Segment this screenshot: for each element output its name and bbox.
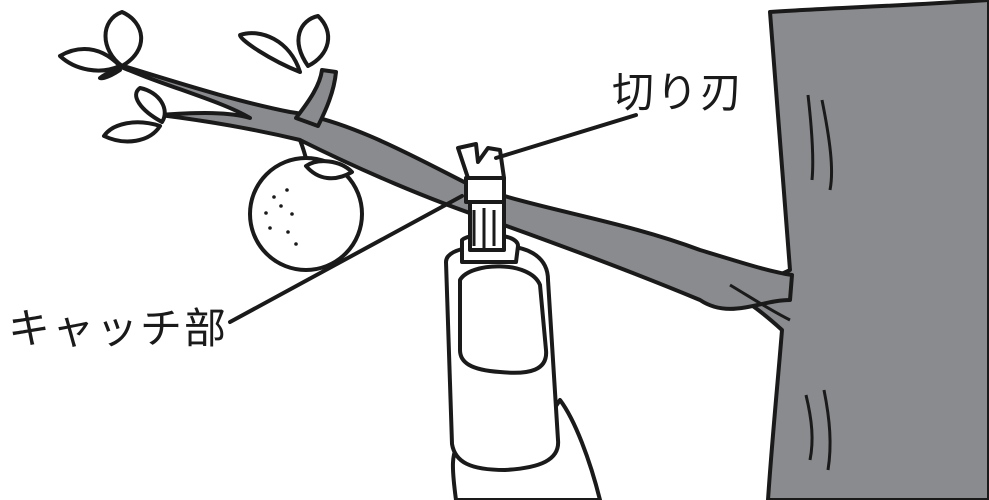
leaf <box>136 88 165 122</box>
catch-label: キャッチ部 <box>8 308 228 350</box>
leaf <box>104 122 160 141</box>
leaf <box>240 33 300 72</box>
blade-guard <box>466 178 504 202</box>
leaf <box>299 16 329 66</box>
blade-label: 切り刃 <box>612 72 744 114</box>
tree-trunk <box>715 0 989 500</box>
blade-leader-line <box>496 115 636 158</box>
tool-grip <box>460 266 546 372</box>
